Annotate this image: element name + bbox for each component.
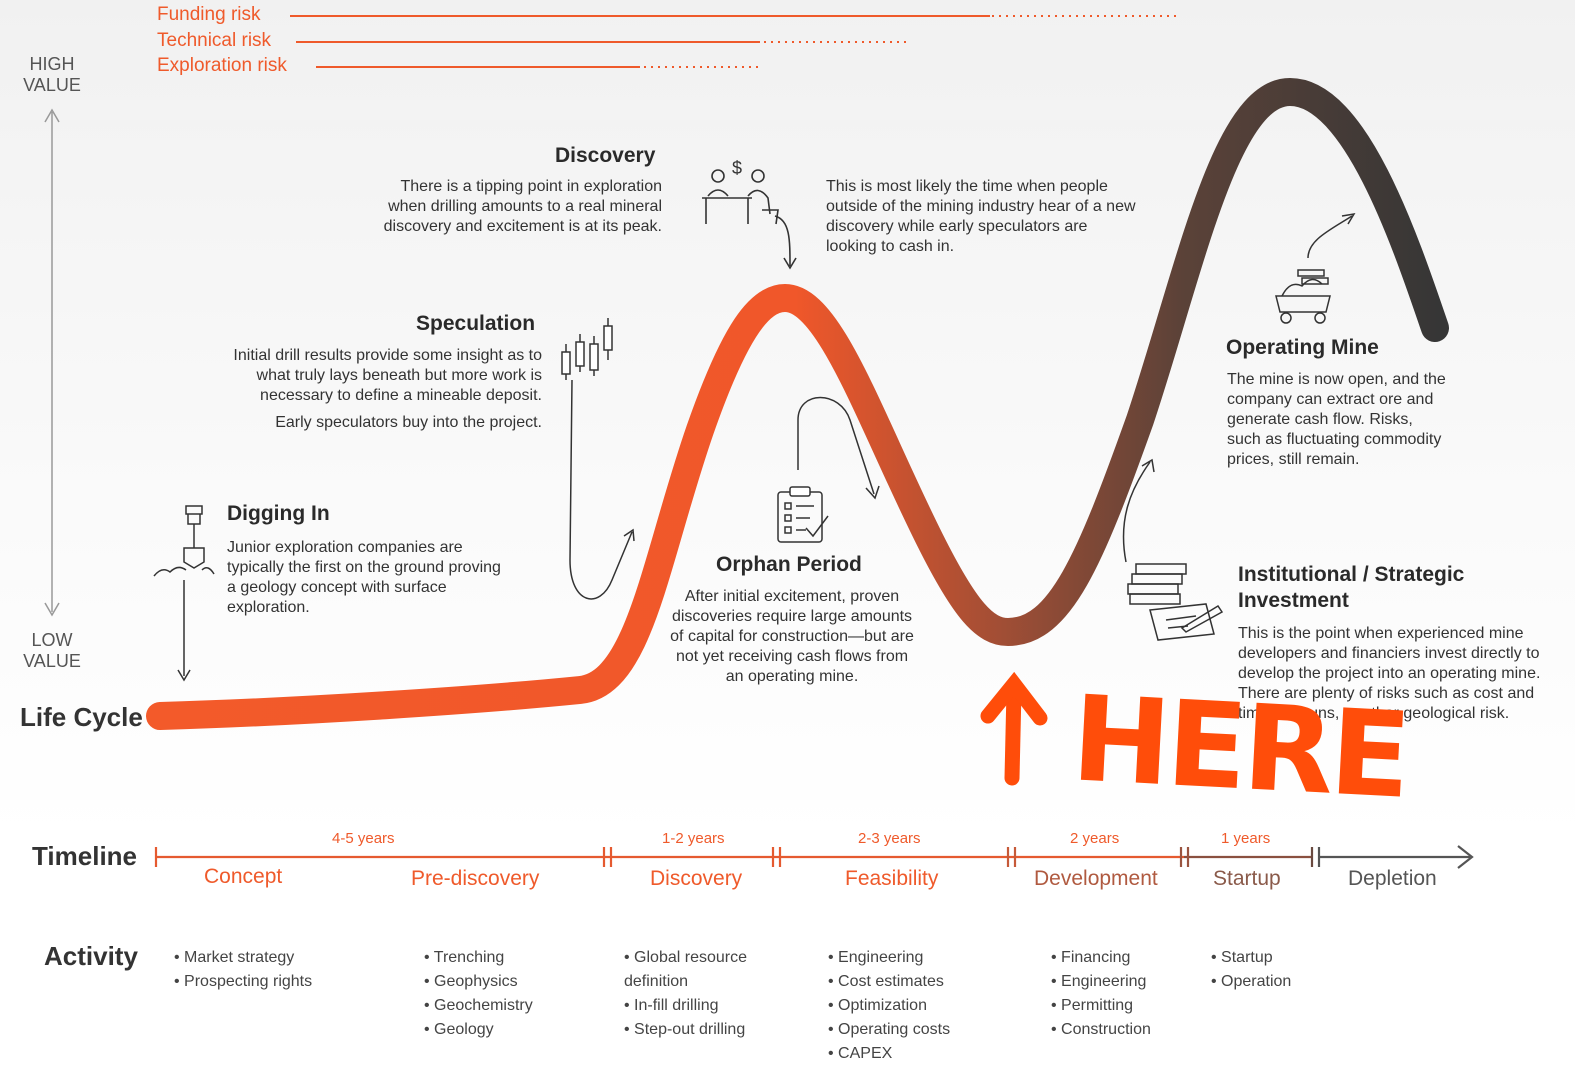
activity-list-startup: Startup Operation: [1211, 946, 1291, 994]
activity-list-concept: Market strategy Prospecting rights: [174, 946, 312, 994]
speculation-text-2: Early speculators buy into the project.: [275, 414, 542, 431]
money-contract-icon: [1122, 458, 1224, 641]
lifecycle-curve: [146, 77, 1449, 730]
activity-item: Permitting: [1051, 994, 1151, 1018]
discovery-left-text: There is a tipping point in exploration …: [383, 178, 662, 235]
clipboard-icon: [777, 396, 880, 543]
activity-list-development: Financing Engineering Permitting Constru…: [1051, 946, 1151, 1042]
duration-startup: 1 years: [1221, 830, 1271, 847]
risk-lines: [290, 15, 1178, 68]
speculation-title: Speculation: [416, 312, 536, 335]
here-annotation: HERE: [1068, 669, 1411, 825]
svg-text:$: $: [732, 158, 742, 178]
shovel-icon: [153, 505, 215, 682]
activity-item: Geophysics: [424, 970, 533, 994]
value-axis-arrow: [44, 108, 60, 617]
phase-depletion: Depletion: [1348, 867, 1437, 890]
phase-pre-discovery: Pre-discovery: [411, 867, 540, 890]
activity-list-discovery: Global resource definition In-fill drill…: [624, 946, 774, 1042]
institutional-title: Institutional / Strategic Investment: [1238, 563, 1465, 612]
activity-item: Financing: [1051, 946, 1151, 970]
activity-item: Engineering: [828, 946, 950, 970]
activity-item: Engineering: [1051, 970, 1151, 994]
phase-feasibility: Feasibility: [845, 867, 939, 890]
phase-concept: Concept: [204, 865, 283, 888]
activity-item: In-fill drilling: [624, 994, 774, 1018]
activity-item: CAPEX: [828, 1042, 950, 1066]
orphan-period-text: After initial excitement, proven discove…: [670, 588, 914, 685]
activity-item: Geology: [424, 1018, 533, 1042]
digging-in-title: Digging In: [227, 502, 330, 525]
technical-risk-label: Technical risk: [157, 30, 272, 51]
activity-item: Step-out drilling: [624, 1018, 774, 1042]
timeline-label: Timeline: [32, 841, 138, 871]
phase-development: Development: [1034, 867, 1158, 890]
discovery-right-text: This is most likely the time when people…: [826, 178, 1136, 255]
activity-item: Operating costs: [828, 1018, 950, 1042]
operating-mine-title: Operating Mine: [1226, 336, 1379, 359]
activity-item: Trenching: [424, 946, 533, 970]
activity-label: Activity: [44, 941, 138, 971]
timeline-bar: [154, 845, 1474, 869]
activity-item: Startup: [1211, 946, 1291, 970]
activity-item: Construction: [1051, 1018, 1151, 1042]
low-value-label: LOW VALUE: [23, 630, 81, 671]
activity-item: Market strategy: [174, 946, 312, 970]
duration-development: 2 years: [1070, 830, 1120, 847]
phase-discovery: Discovery: [650, 867, 743, 890]
lifecycle-label: Life Cycle: [20, 702, 143, 732]
duration-discovery: 1-2 years: [662, 830, 725, 847]
here-arrow: [980, 671, 1048, 786]
mine-cart-icon: [1275, 212, 1356, 324]
duration-concept: 4-5 years: [332, 830, 395, 847]
activity-item: Operation: [1211, 970, 1291, 994]
operating-mine-text: The mine is now open, and the company ca…: [1227, 371, 1446, 468]
speculation-text: Initial drill results provide some insig…: [233, 347, 542, 404]
activity-item: Prospecting rights: [174, 970, 312, 994]
activity-item: Cost estimates: [828, 970, 950, 994]
institutional-text: This is the point when experienced mine …: [1238, 625, 1541, 722]
phase-startup: Startup: [1213, 867, 1281, 890]
activity-item: Optimization: [828, 994, 950, 1018]
orphan-period-title: Orphan Period: [716, 553, 862, 576]
candlestick-icon: [561, 318, 635, 600]
digging-in-text: Junior exploration companies are typical…: [227, 539, 501, 616]
duration-feasibility: 2-3 years: [858, 830, 921, 847]
exploration-risk-label: Exploration risk: [157, 55, 287, 76]
activity-list-feasibility: Engineering Cost estimates Optimization …: [828, 946, 950, 1066]
discovery-title: Discovery: [555, 144, 656, 167]
activity-item: Global resource definition: [624, 946, 774, 994]
activity-list-pre-discovery: Trenching Geophysics Geochemistry Geolog…: [424, 946, 533, 1042]
funding-risk-label: Funding risk: [157, 4, 261, 25]
high-value-label: HIGH VALUE: [23, 54, 81, 95]
activity-item: Geochemistry: [424, 994, 533, 1018]
meeting-icon: $: [702, 158, 797, 270]
